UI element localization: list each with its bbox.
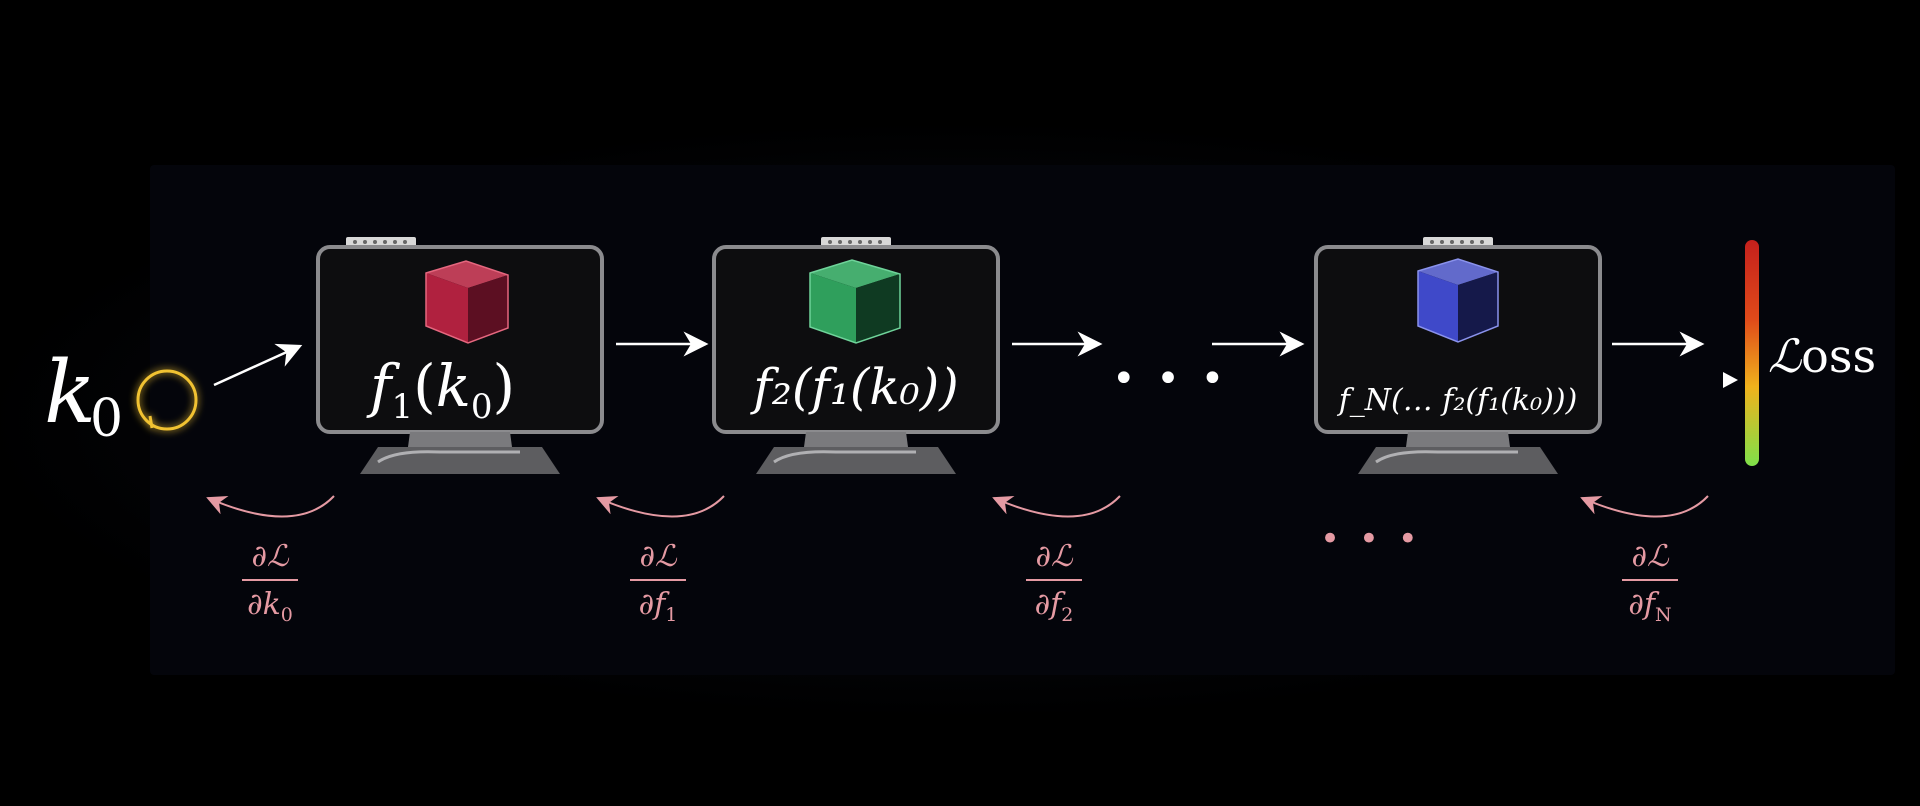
gradient-label-3: ∂ℒ ∂f2 <box>1026 539 1082 626</box>
svg-text:∂ℒ: ∂ℒ <box>251 539 290 574</box>
loss-label: ℒoss <box>1768 329 1876 383</box>
gradient-label-2: ∂ℒ ∂f1 <box>630 539 686 626</box>
gradient-arrow-4 <box>1582 496 1708 517</box>
svg-text:∂fN: ∂fN <box>1628 587 1671 626</box>
input-sub: 0 <box>90 389 123 449</box>
loss-bar <box>1745 240 1759 466</box>
gradient-arrow-2 <box>598 496 724 517</box>
cube-icon <box>810 260 900 343</box>
svg-text:∂ℒ: ∂ℒ <box>1631 539 1670 574</box>
cube-icon <box>426 261 508 343</box>
monitor-2: f₂(f₁(k₀)) <box>714 237 998 474</box>
monitor-1: f1(k0) <box>318 237 602 474</box>
input-var: k <box>44 343 96 443</box>
svg-text:∂f1: ∂f1 <box>639 587 678 626</box>
forward-arrow-1 <box>214 346 300 385</box>
monitor-1-label: f1(k0) <box>366 352 515 427</box>
refresh-circle-icon <box>138 371 196 429</box>
gradient-arrow-1 <box>208 496 334 517</box>
loss-pointer-icon <box>1723 372 1738 388</box>
svg-text:∂k0: ∂k0 <box>247 587 293 626</box>
loss-meter: ℒoss <box>1723 240 1876 466</box>
monitor-3-label: f_N(… f₂(f₁(k₀))) <box>1337 383 1578 418</box>
gradient-label-4: ∂ℒ ∂fN <box>1622 539 1678 626</box>
gradient-label-1: ∂ℒ ∂k0 <box>242 539 298 626</box>
backward-ellipsis: • • • <box>1320 519 1422 559</box>
svg-text:∂ℒ: ∂ℒ <box>639 539 678 574</box>
svg-text:∂f2: ∂f2 <box>1035 587 1074 626</box>
monitor-2-label: f₂(f₁(k₀)) <box>749 358 958 416</box>
gradient-arrow-3 <box>994 496 1120 517</box>
input-k0: k 0 <box>44 343 123 449</box>
cube-icon <box>1418 259 1498 342</box>
forward-ellipsis: • • • <box>1112 356 1228 402</box>
monitor-3: f_N(… f₂(f₁(k₀))) <box>1316 237 1600 474</box>
svg-text:∂ℒ: ∂ℒ <box>1035 539 1074 574</box>
